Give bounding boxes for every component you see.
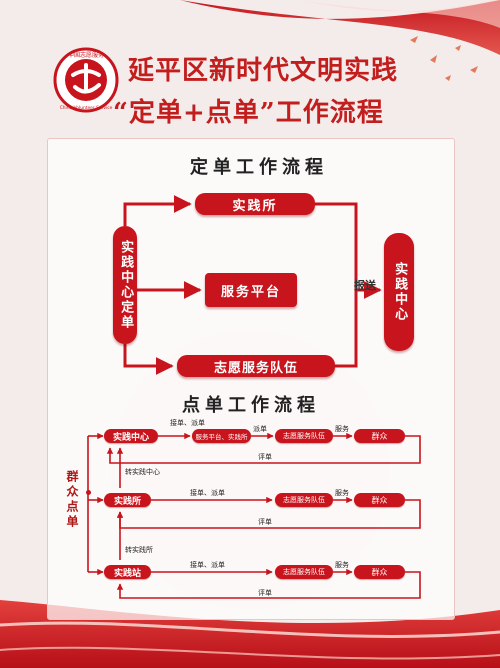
section2-title: 点单工作流程 — [182, 395, 320, 416]
row2-source: 实践所 — [104, 493, 151, 507]
target-service-platform: 服务平台 — [205, 273, 297, 307]
row1-dispatch-label: 派单 — [253, 425, 267, 433]
row1-service-label: 服务 — [335, 425, 349, 433]
row3-source: 实践站 — [104, 565, 151, 579]
row3-service-label: 服务 — [335, 561, 349, 569]
row2-service-label: 服务 — [335, 489, 349, 497]
page-title-line2: “定单+点单”工作流程 — [113, 98, 384, 128]
row2-team: 志愿服务队伍 — [275, 493, 333, 507]
row1-team: 志愿服务队伍 — [275, 429, 333, 443]
transfer-center-label: 转实践中心 — [125, 468, 160, 476]
target-volunteer-team: 志愿服务队伍 — [177, 355, 335, 377]
row2-accept-label: 接单、派单 — [190, 489, 225, 497]
row1-source: 实践中心 — [104, 429, 158, 443]
destination-practice-center: 实践中心 — [384, 233, 414, 351]
target-practice-office: 实践所 — [195, 193, 315, 215]
row3-accept-label: 接单、派单 — [190, 561, 225, 569]
content-panel — [47, 138, 455, 620]
transfer-office-label: 转实践所 — [125, 546, 153, 554]
row3-review-label: 评单 — [258, 589, 272, 597]
row1-platform: 服务平台、实践所 — [192, 429, 251, 443]
page-title-line1: 延平区新时代文明实践 — [128, 56, 399, 86]
practice-center-order-hub: 实践中心定单 — [113, 226, 137, 344]
logo-emblem: 中国志愿服务 China Volunteer Service — [53, 47, 119, 113]
masses-order-label: 群众点单 — [65, 470, 79, 530]
logo-bottom-text: China Volunteer Service — [60, 105, 113, 111]
logo-top-text: 中国志愿服务 — [68, 51, 104, 59]
row2-people: 群众 — [354, 493, 405, 507]
row3-people: 群众 — [354, 565, 405, 579]
row1-people: 群众 — [354, 429, 405, 443]
send-label: 报送 — [354, 279, 376, 292]
row1-review-label: 评单 — [258, 453, 272, 461]
row2-review-label: 评单 — [258, 518, 272, 526]
row3-team: 志愿服务队伍 — [275, 565, 333, 579]
row1-accept-label: 接单、派单 — [170, 419, 205, 427]
trunk-dot — [86, 490, 91, 495]
section1-title: 定单工作流程 — [190, 157, 328, 178]
